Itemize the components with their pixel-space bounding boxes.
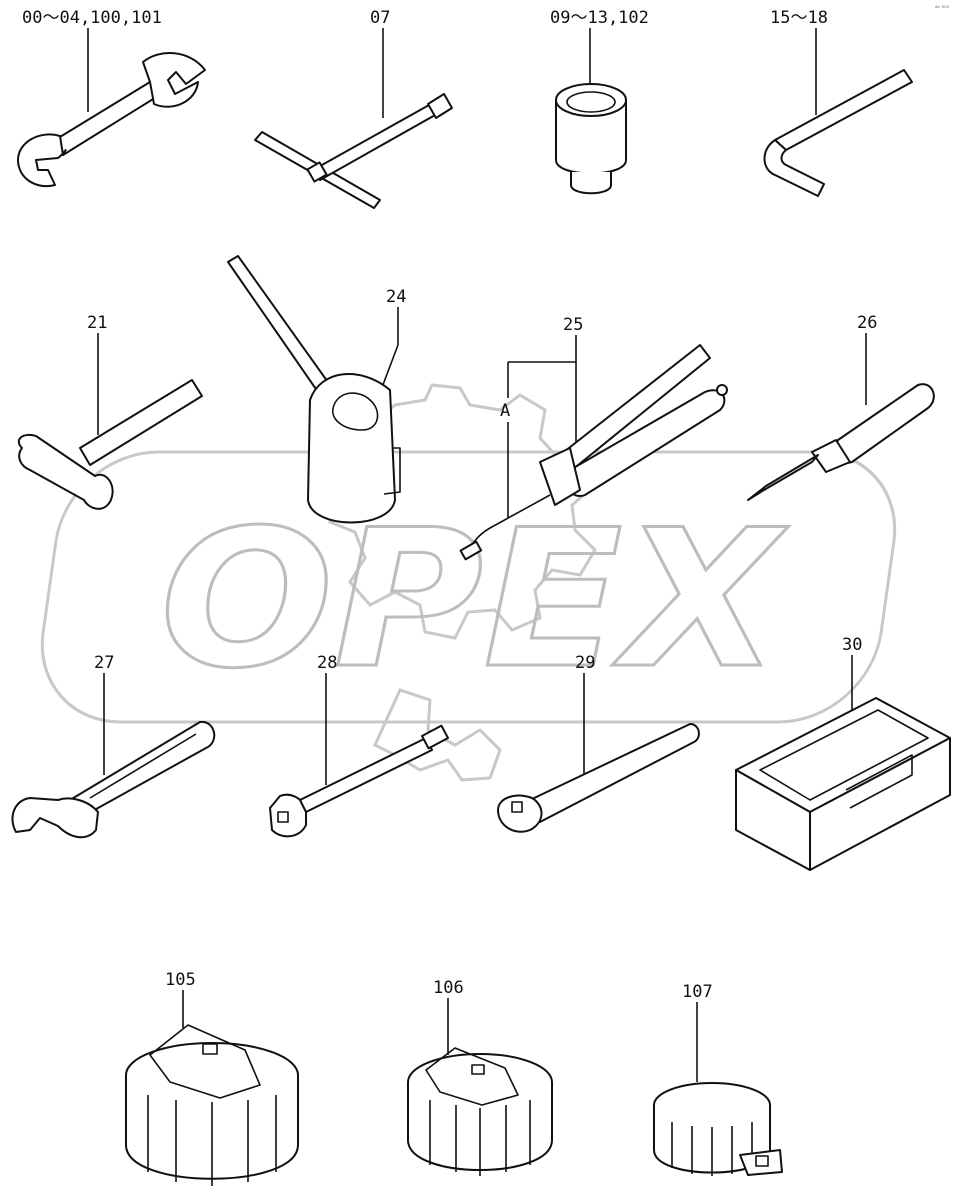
grease-gun-drawing <box>459 344 728 561</box>
filter-wrench-small-drawing <box>653 1082 783 1176</box>
label-p14: 105 <box>165 970 196 990</box>
label-p9: 26 <box>857 313 877 333</box>
watermark-brand: OPEX <box>160 489 789 710</box>
label-p7: 25 <box>563 315 583 335</box>
label-p3: 09～13,102 <box>550 8 649 28</box>
socket-drawing <box>555 83 627 195</box>
label-p12: 29 <box>575 653 595 673</box>
ratchet-handle-drawing <box>497 723 700 833</box>
label-p2: 07 <box>370 8 390 28</box>
label-p15: 106 <box>433 978 464 998</box>
filter-wrench-medium-drawing <box>407 1047 553 1176</box>
screwdriver-drawing <box>747 383 935 501</box>
label-p1: 00～04,100,101 <box>22 8 162 28</box>
t-handle-wrench-drawing <box>254 93 453 209</box>
leader-lines <box>87 28 867 1082</box>
adjustable-wrench-drawing <box>11 720 216 839</box>
label-p11: 28 <box>317 653 337 673</box>
corner-mark: ᵃᵇ ⁰⁰⁰ <box>935 5 950 12</box>
hex-key-drawing <box>763 69 913 197</box>
label-p8: A <box>500 401 510 421</box>
label-p10: 27 <box>94 653 114 673</box>
opex-watermark: OPEX <box>40 383 897 782</box>
open-end-wrench-drawing <box>17 51 206 188</box>
label-p13: 30 <box>842 635 862 655</box>
hammer-drawing <box>17 379 203 510</box>
tool-box-drawing <box>735 697 951 871</box>
label-p16: 107 <box>682 982 713 1002</box>
label-p5: 21 <box>87 313 107 333</box>
oil-can-drawing <box>227 255 401 524</box>
label-p4: 15～18 <box>770 8 828 28</box>
extension-bar-drawing <box>269 724 449 838</box>
filter-wrench-large-drawing <box>125 1024 299 1186</box>
label-p6: 24 <box>386 287 406 307</box>
